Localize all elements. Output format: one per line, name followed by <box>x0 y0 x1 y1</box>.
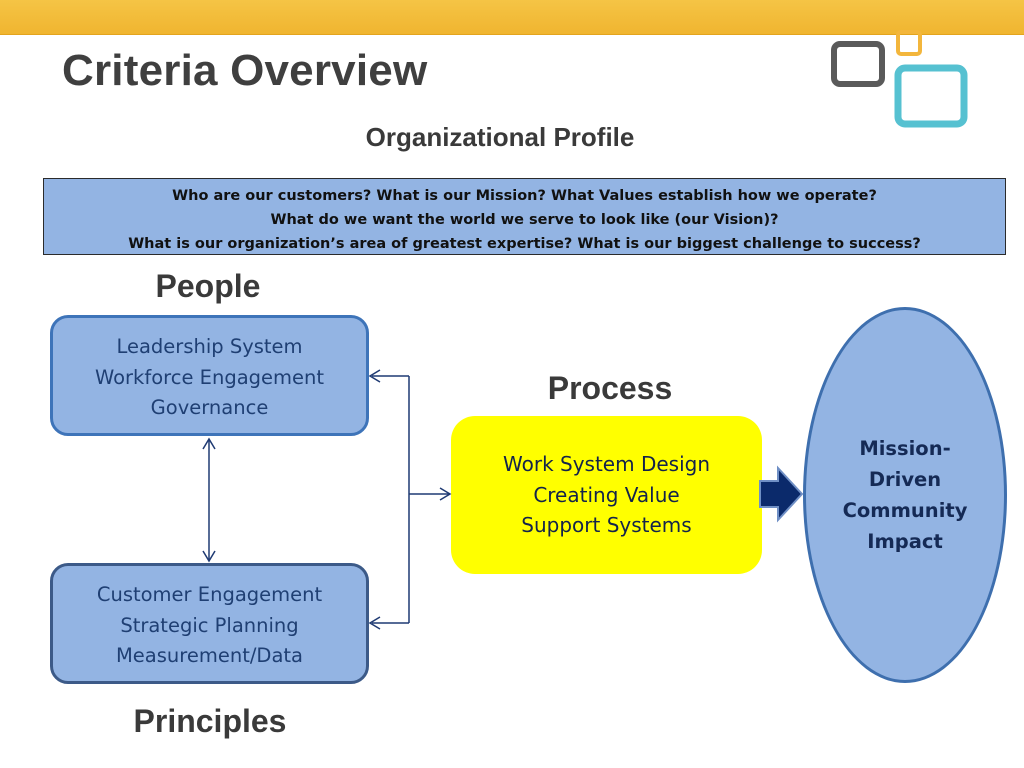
process-heading: Process <box>547 370 673 406</box>
outcome-line: Impact <box>867 530 943 553</box>
process-box: Work System Design Creating Value Suppor… <box>451 416 762 574</box>
logo-gray-square <box>831 41 885 87</box>
principles-item: Customer Engagement <box>96 583 323 606</box>
top-accent-band <box>0 0 1024 35</box>
people-principles-double-arrow <box>202 437 216 563</box>
principles-item: Strategic Planning <box>120 613 299 637</box>
mission-outcome-ellipse <box>803 307 1007 683</box>
slide-title: Criteria Overview <box>62 46 428 95</box>
organizational-profile-heading: Organizational Profile <box>365 122 635 152</box>
outcome-line: Mission- <box>859 437 951 460</box>
outcome-line: Driven <box>868 468 942 491</box>
people-item: Leadership System <box>116 335 303 358</box>
process-item: Support Systems <box>521 513 692 537</box>
process-item: Work System Design <box>503 452 710 476</box>
people-item: Workforce Engagement <box>94 365 325 389</box>
logo-orange-square <box>896 30 922 56</box>
people-item: Governance <box>150 396 269 419</box>
people-box: Leadership System Workforce Engagement G… <box>50 315 369 436</box>
profile-question-line: Who are our customers? What is our Missi… <box>172 188 877 204</box>
organizational-profile-box: Who are our customers? What is our Missi… <box>43 178 1006 255</box>
mission-outcome-label: Mission- Driven Community Impact <box>803 433 1007 557</box>
feedback-bracket-connector <box>368 369 452 630</box>
principles-heading: Principles <box>133 703 287 739</box>
process-to-outcome-block-arrow <box>759 465 804 523</box>
process-item: Creating Value <box>533 482 680 507</box>
people-heading: People <box>155 268 261 304</box>
logo-teal-square <box>894 64 968 128</box>
principles-item: Measurement/Data <box>115 644 303 667</box>
profile-question-line: What do we want the world we serve to lo… <box>270 212 779 228</box>
profile-question-line: What is our organization’s area of great… <box>128 236 921 252</box>
principles-box: Customer Engagement Strategic Planning M… <box>50 563 369 684</box>
outcome-line: Community <box>842 499 968 522</box>
logo-squares-icon <box>831 30 968 128</box>
